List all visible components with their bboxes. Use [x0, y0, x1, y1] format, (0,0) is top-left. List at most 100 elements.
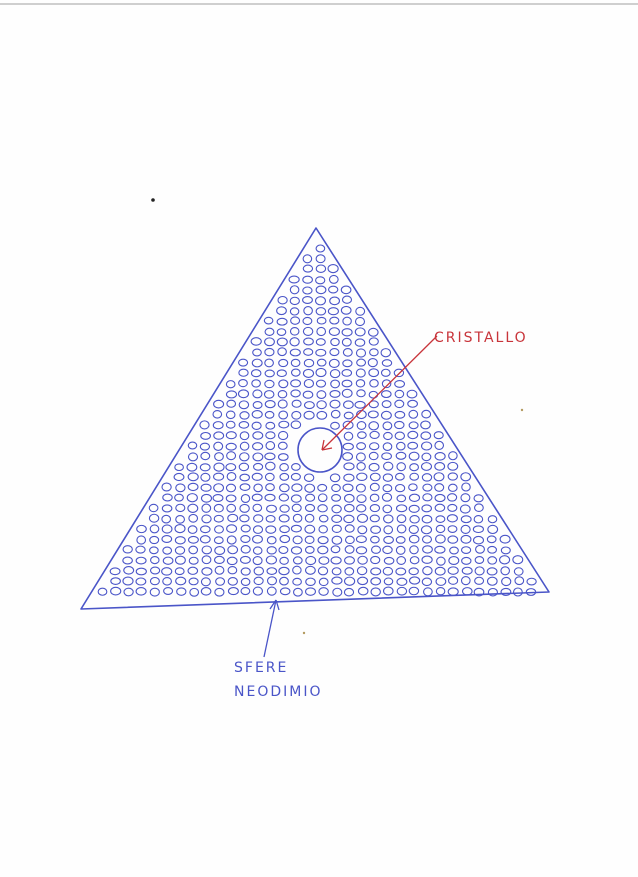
sphere-dot	[250, 337, 262, 346]
sphere-dot	[277, 399, 288, 409]
sphere-dot	[213, 399, 225, 409]
sphere-dot	[252, 431, 264, 440]
sphere-dot	[252, 546, 263, 555]
sphere-dot	[434, 493, 446, 503]
sphere-dot	[213, 441, 224, 451]
sphere-dot	[174, 463, 184, 472]
sphere-dot	[302, 390, 314, 399]
sphere-dot	[343, 411, 354, 420]
sphere-dot	[331, 524, 342, 533]
sphere-dot	[277, 430, 289, 441]
sphere-dot	[421, 409, 432, 419]
sphere-dot	[407, 399, 418, 408]
sphere-dot	[252, 534, 263, 544]
sphere-dot	[341, 328, 353, 337]
sphere-dot	[201, 545, 213, 555]
sphere-dot	[343, 514, 355, 524]
sphere-dot	[278, 410, 289, 420]
sphere-dot	[251, 379, 261, 388]
sphere-dot	[421, 535, 433, 544]
sphere-dot	[422, 545, 433, 554]
sphere-dot	[434, 451, 446, 461]
sphere-dot	[368, 400, 379, 409]
sphere-dot	[278, 545, 289, 555]
sphere-dot	[383, 535, 394, 544]
sphere-dot	[161, 504, 173, 513]
sphere-dot	[238, 368, 249, 377]
sphere-dot	[302, 254, 313, 264]
sphere-dot	[251, 472, 263, 481]
sphere-dot	[317, 504, 328, 513]
sphere-dot	[420, 462, 433, 471]
sphere-dot	[407, 430, 419, 440]
sphere-dot	[279, 504, 290, 513]
sphere-dot	[514, 576, 525, 586]
sphere-dot	[291, 483, 303, 492]
sphere-dot	[355, 368, 366, 378]
sphere-dot	[343, 431, 354, 441]
sphere-dot	[370, 587, 381, 597]
paper-speck	[302, 631, 306, 635]
sphere-dot	[214, 525, 224, 534]
sphere-dot	[201, 567, 213, 576]
sphere-dot	[381, 400, 392, 409]
sphere-dot	[188, 545, 199, 555]
sphere-dot	[354, 327, 366, 337]
sphere-dot	[356, 442, 367, 451]
sphere-dot	[213, 472, 225, 481]
spheres-label-line1: SFERE	[234, 660, 288, 676]
sphere-dot	[252, 452, 264, 462]
sphere-dot	[396, 494, 407, 503]
sphere-dot	[486, 535, 497, 544]
sphere-dot	[278, 493, 290, 502]
sphere-dot	[409, 576, 421, 585]
sphere-dot	[461, 587, 473, 596]
sphere-dot	[292, 556, 303, 565]
sphere-dot	[293, 587, 303, 597]
sphere-dot	[291, 410, 302, 420]
sphere-dot	[394, 483, 406, 493]
sphere-dot	[316, 400, 327, 410]
sphere-dot	[315, 379, 327, 388]
sphere-dot	[213, 462, 225, 472]
sphere-dot	[212, 493, 224, 503]
sphere-dot	[289, 337, 300, 347]
sphere-dot	[199, 442, 211, 451]
sphere-dot	[188, 513, 199, 523]
sphere-dot	[201, 514, 212, 524]
sphere-dot	[435, 515, 446, 523]
sphere-dot	[302, 296, 313, 304]
sphere-dot	[394, 389, 405, 399]
sphere-dot	[435, 524, 446, 534]
sphere-dot	[135, 586, 147, 596]
sphere-dot	[460, 534, 472, 544]
sphere-dot	[212, 421, 224, 430]
sphere-dot	[278, 379, 289, 389]
sphere-dot	[225, 390, 238, 399]
sphere-dot	[486, 576, 498, 586]
sphere-dot	[315, 285, 327, 295]
sphere-dot	[331, 567, 342, 576]
sphere-dot	[332, 587, 343, 597]
sphere-dot	[226, 471, 237, 482]
sphere-dot	[396, 556, 407, 565]
sphere-dot	[381, 379, 392, 389]
sphere-dot	[253, 566, 265, 576]
sphere-dot	[303, 378, 315, 389]
sphere-dot	[122, 556, 133, 565]
sphere-dot	[277, 295, 288, 305]
sphere-dot	[161, 524, 173, 534]
sphere-dot	[201, 555, 212, 565]
sphere-dot	[487, 545, 497, 554]
sphere-dot	[225, 483, 237, 493]
sphere-dot	[343, 587, 355, 597]
sphere-dot	[330, 409, 341, 419]
sphere-dot	[214, 452, 224, 462]
sphere-dot	[356, 358, 367, 367]
sphere-dot	[276, 328, 287, 336]
sphere-dot	[369, 379, 379, 388]
sphere-dot	[460, 515, 472, 524]
sphere-dot	[406, 389, 418, 399]
sphere-dot	[213, 555, 225, 564]
sphere-dot	[318, 556, 330, 565]
